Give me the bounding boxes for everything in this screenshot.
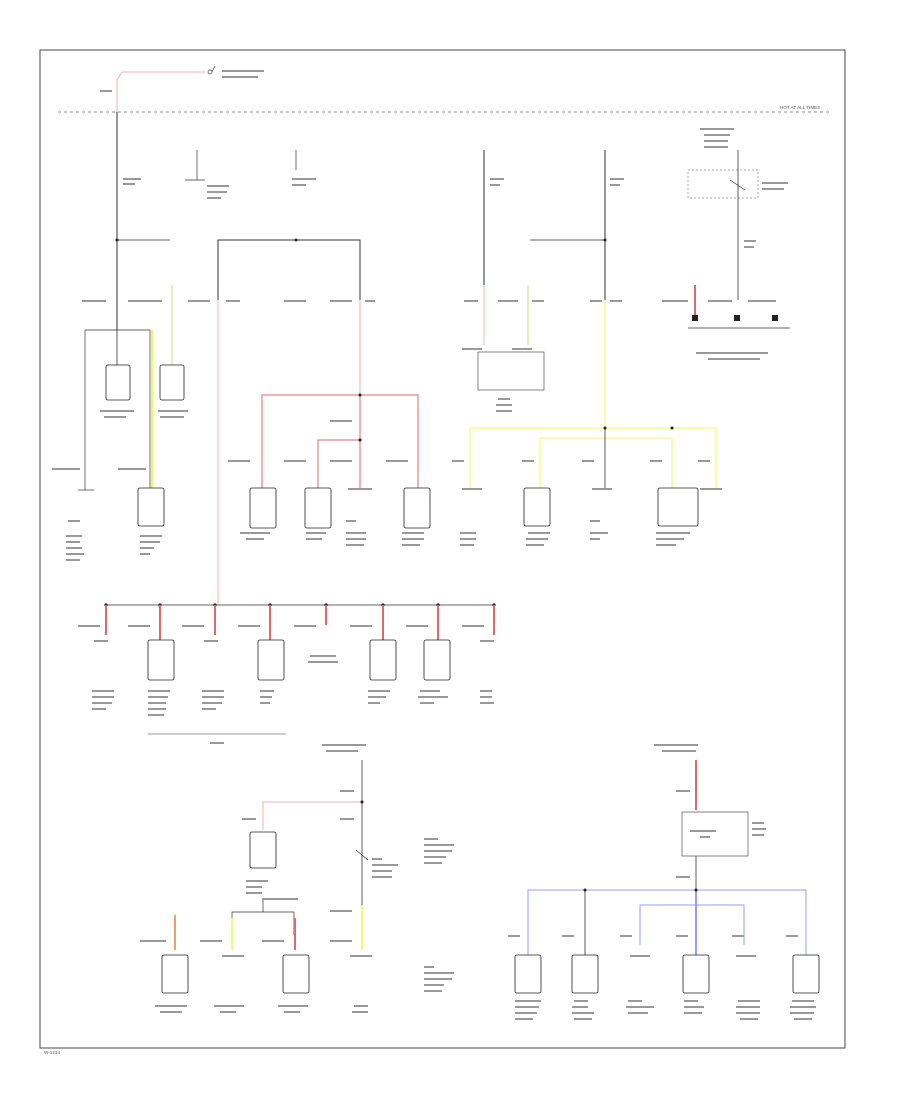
component-box-15 <box>282 954 310 994</box>
ground-icon <box>692 315 778 321</box>
ignition-switch-terminal-icon <box>207 69 213 75</box>
component-box-14 <box>161 954 189 994</box>
hot-at-all-times-label: HOT AT ALL TIMES <box>780 105 820 110</box>
diagram-frame <box>39 49 846 1049</box>
component-box-19 <box>792 954 820 994</box>
component-box-16 <box>514 954 542 994</box>
component-box-9 <box>147 639 175 681</box>
component-box-2 <box>159 364 185 401</box>
splice-dot-icon <box>115 238 119 242</box>
footer-id: W-1234 <box>44 1050 60 1055</box>
component-box-11 <box>369 639 397 681</box>
relay-box-1 <box>477 351 545 391</box>
relay-box-2 <box>687 169 759 199</box>
component-box-4 <box>249 487 277 529</box>
component-box-10 <box>257 639 285 681</box>
ignition-switch-label-lines <box>222 70 264 78</box>
fuse-label-row <box>82 300 375 302</box>
component-box-12 <box>423 639 451 681</box>
component-box-8 <box>657 487 699 527</box>
component-box-18 <box>682 954 710 994</box>
component-box-5 <box>304 487 332 529</box>
component-box-7 <box>523 487 551 527</box>
relay-box-3 <box>681 811 749 857</box>
component-box-1 <box>105 364 131 401</box>
component-box-6 <box>403 487 431 529</box>
component-box-3 <box>137 487 165 527</box>
component-box-17 <box>571 954 599 994</box>
component-box-13 <box>249 831 277 869</box>
ignition-feed-wire <box>116 71 205 112</box>
